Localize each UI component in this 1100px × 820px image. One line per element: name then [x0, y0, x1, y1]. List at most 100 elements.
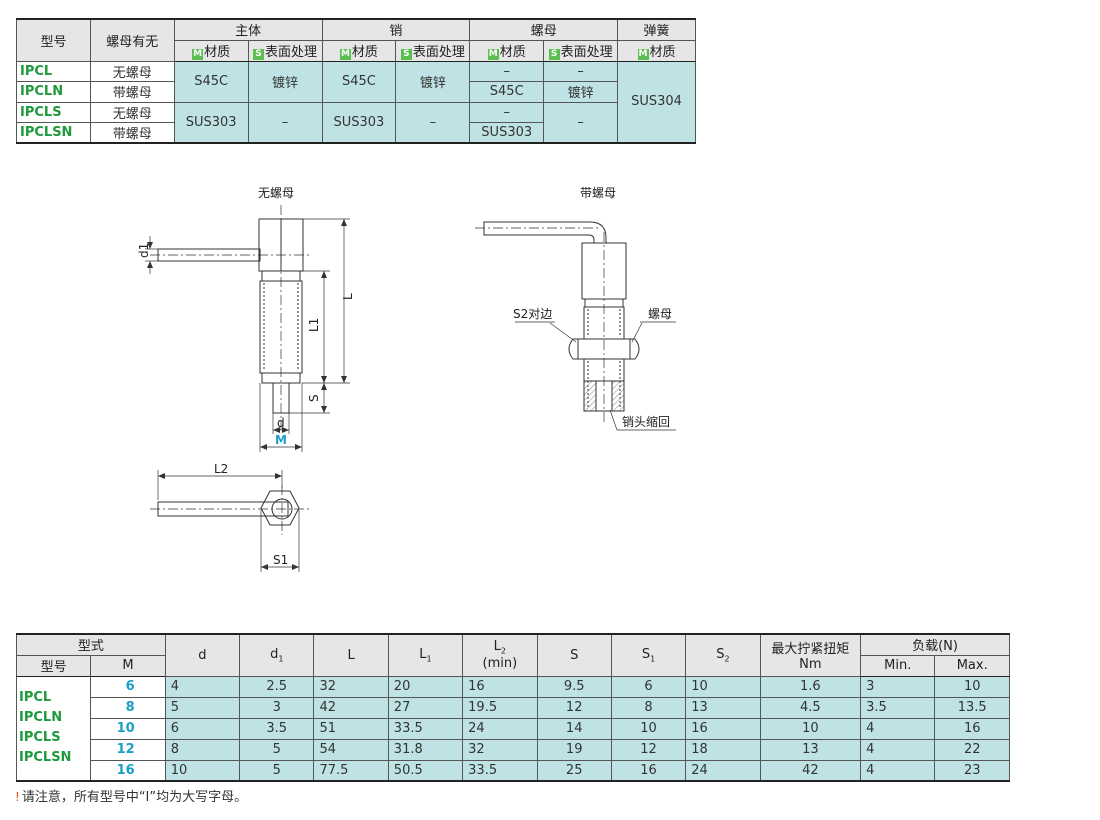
s2-across-flats-label: S2对边 — [513, 307, 552, 321]
model-cell: IPCLS — [16, 101, 91, 123]
d1-cell: 5 — [239, 738, 315, 761]
L1-cell: 33.5 — [387, 717, 464, 740]
load-max-cell: 16 — [934, 717, 1010, 740]
nut-surface-cell: 镀锌 — [543, 81, 619, 103]
body-surface-cell: 镀锌 — [247, 60, 323, 103]
nut-surface-cell: – — [543, 101, 619, 144]
L2-cell: 19.5 — [462, 696, 538, 719]
S2-cell: 24 — [685, 759, 761, 782]
model-cell: IPCLSN — [16, 122, 91, 144]
L2-cell: 33.5 — [462, 759, 538, 782]
spring-material-cell: SUS304 — [617, 60, 696, 144]
L-cell: 51 — [313, 717, 389, 740]
S2-cell: 18 — [685, 738, 761, 761]
L-cell: 32 — [313, 675, 389, 698]
m-cell: 16 — [90, 759, 166, 782]
dim-L1-label: L1 — [307, 318, 321, 332]
nut-surface-cell: – — [543, 60, 619, 82]
pin-surface-cell: – — [395, 101, 471, 144]
table-row: 12 8 5 54 31.8 32 19 12 18 13 4 22 — [17, 738, 1010, 761]
torque-cell: 10 — [759, 717, 862, 740]
d-cell: 8 — [164, 738, 241, 761]
L2-cell: 32 — [462, 738, 538, 761]
plunger-top-view — [150, 470, 310, 572]
hex-shape — [260, 490, 300, 526]
nut-cell: 无螺母 — [89, 101, 175, 123]
title-with-nut: 带螺母 — [580, 186, 616, 200]
m-cell: 8 — [90, 696, 166, 719]
nut-label: 螺母 — [648, 307, 672, 321]
nut-cell: 带螺母 — [89, 122, 175, 144]
S1-cell: 6 — [610, 675, 687, 698]
S2-cell: 16 — [685, 717, 761, 740]
col-nut-presence: 螺母有无 — [89, 18, 175, 62]
dim-M-label: M — [275, 433, 287, 447]
dim-S-label: S — [307, 394, 321, 402]
load-min-cell: 4 — [860, 738, 936, 761]
body-surface-cell: – — [247, 101, 323, 144]
table-row: IPCLN 带螺母 S45C 镀锌 — [16, 81, 696, 103]
nut-material-cell: – — [469, 60, 545, 82]
dim-d-label: d — [277, 416, 285, 430]
torque-cell: 13 — [759, 738, 862, 761]
models-cell: IPCL IPCLN IPCLS IPCLSN — [15, 675, 92, 782]
nut-cell: 无螺母 — [89, 60, 175, 82]
table-row: 16 10 5 77.5 50.5 33.5 25 16 24 42 4 23 — [17, 759, 1010, 782]
col-m: M — [90, 654, 166, 677]
d1-cell: 3.5 — [239, 717, 315, 740]
pin-head-retracted-label: 销头缩回 — [622, 414, 670, 429]
nut-material-cell: S45C — [469, 81, 545, 103]
material-tag-icon: M — [637, 49, 649, 60]
S1-cell: 12 — [610, 738, 687, 761]
S1-cell: 8 — [610, 696, 687, 719]
col-load-min: Min. — [860, 654, 936, 677]
m-cell: 6 — [90, 675, 166, 698]
bent-handle-shape — [483, 221, 607, 244]
L-cell: 54 — [313, 738, 389, 761]
S-cell: 14 — [536, 717, 612, 740]
load-min-cell: 3.5 — [860, 696, 936, 719]
col-L1: L1 — [387, 633, 464, 677]
body-material-cell: SUS303 — [173, 101, 249, 144]
col-model: 型号 — [16, 18, 91, 62]
L1-cell: 50.5 — [387, 759, 464, 782]
L2-cell: 16 — [462, 675, 538, 698]
L1-cell: 20 — [387, 675, 464, 698]
group-body: 主体 — [173, 18, 323, 41]
L-cell: 42 — [313, 696, 389, 719]
dim-d1-label: d1 — [137, 243, 151, 258]
warning-icon: ! — [15, 790, 20, 804]
pin-material-cell: SUS303 — [321, 101, 397, 144]
col-L: L — [313, 633, 389, 677]
col-type: 型式 — [16, 633, 166, 656]
group-nut: 螺母 — [469, 18, 619, 41]
col-model: 型号 — [15, 654, 92, 677]
title-without-nut: 无螺母 — [258, 186, 294, 200]
S1-cell: 10 — [610, 717, 687, 740]
S1-cell: 16 — [610, 759, 687, 782]
S-cell: 19 — [536, 738, 612, 761]
load-max-cell: 13.5 — [934, 696, 1010, 719]
table-row: 8 5 3 42 27 19.5 12 8 13 4.5 3.5 13.5 — [17, 696, 1010, 719]
surface-tag-icon: S — [400, 49, 412, 60]
model-cell: IPCLN — [16, 81, 91, 103]
S2-cell: 13 — [685, 696, 761, 719]
load-min-cell: 3 — [860, 675, 936, 698]
model-cell: IPCL — [16, 60, 91, 82]
torque-cell: 1.6 — [759, 675, 862, 698]
load-max-cell: 23 — [934, 759, 1010, 782]
table-row: IPCLS 无螺母 SUS303 – SUS303 – – – — [16, 101, 696, 144]
load-min-cell: 4 — [860, 759, 936, 782]
nut-material-cell: – — [469, 101, 545, 123]
d1-cell: 5 — [239, 759, 315, 782]
col-d: d — [164, 633, 241, 677]
surface-tag-icon: S — [548, 49, 560, 60]
surface-tag-icon: S — [253, 49, 265, 60]
L1-cell: 27 — [387, 696, 464, 719]
nut-shape — [568, 338, 640, 360]
